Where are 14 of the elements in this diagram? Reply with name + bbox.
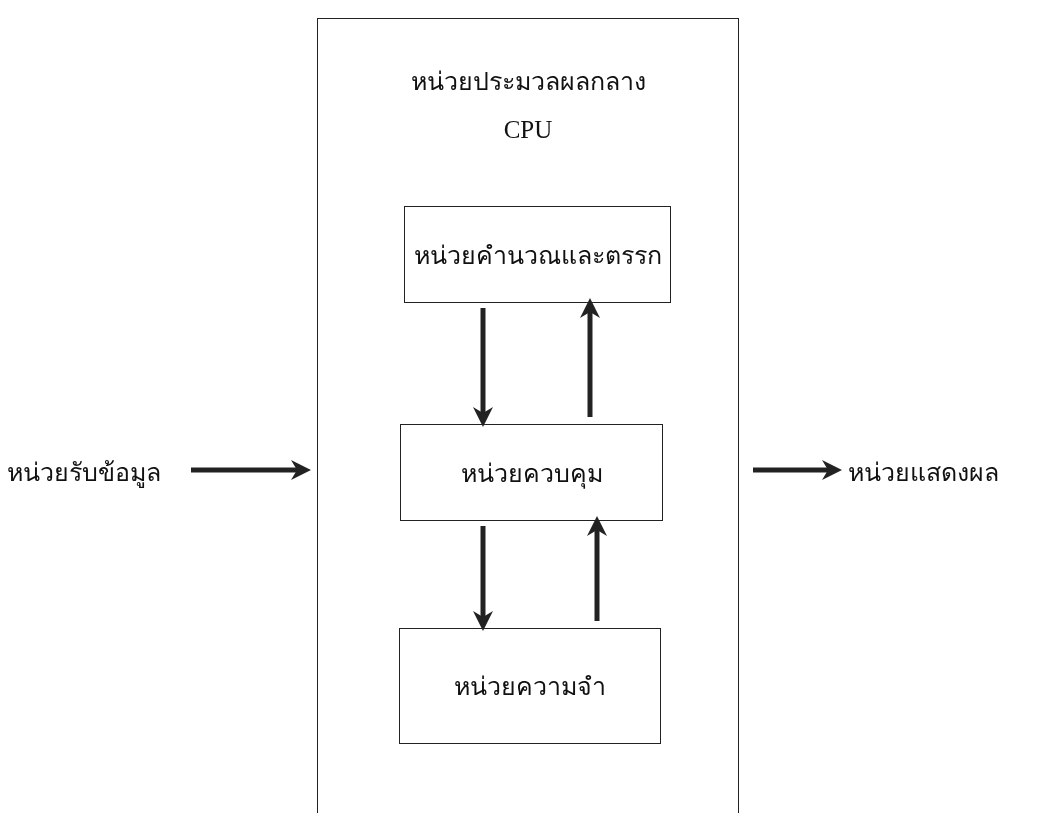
text-label: หน่วยรับข้อมูล [7,452,177,488]
unit-box: หน่วยควบคุม [400,424,663,521]
unit-box: หน่วยความจำ [399,628,661,744]
arrow [191,460,311,480]
arrow [587,516,607,621]
box-title: หน่วยประมวลผลกลาง [410,66,646,98]
cpu-box [317,18,739,813]
arrow [753,460,842,480]
arrow [473,308,493,427]
arrow [580,298,600,417]
box-subtitle: CPU [503,116,553,144]
unit-box: หน่วยคำนวณและตรรก [404,206,671,303]
arrow [473,526,493,631]
text-label: หน่วยแสดงผล [848,452,1048,488]
